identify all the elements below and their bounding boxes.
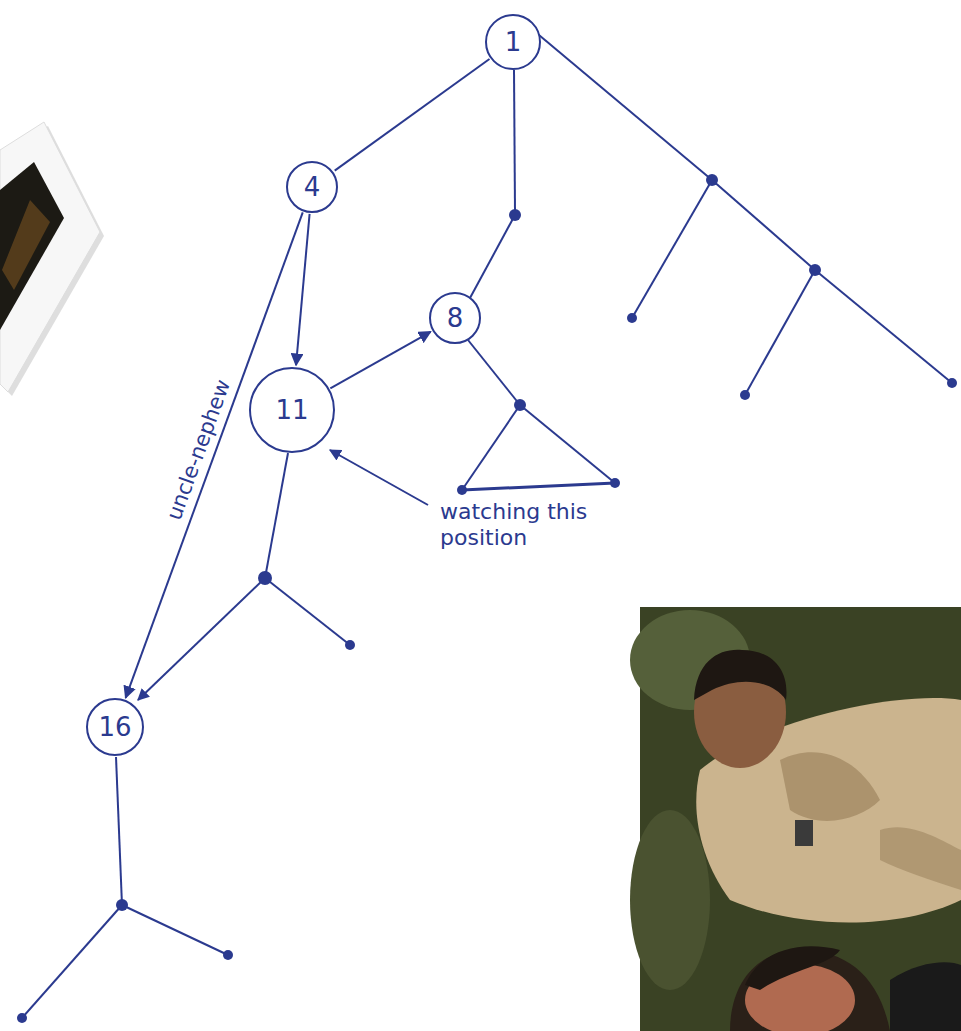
tree-edge bbox=[296, 214, 310, 365]
photo bbox=[630, 607, 961, 1031]
circled-node: 16 bbox=[86, 698, 144, 756]
node-number: 11 bbox=[275, 397, 308, 423]
node-number: 4 bbox=[304, 174, 321, 200]
node-outline bbox=[286, 161, 338, 213]
node-number: 16 bbox=[98, 714, 131, 740]
circled-node: 8 bbox=[429, 292, 481, 344]
circled-node: 11 bbox=[249, 367, 335, 453]
photo-card bbox=[0, 122, 104, 396]
tree-edge bbox=[126, 212, 303, 698]
node-number: 1 bbox=[505, 29, 522, 55]
tree-edge bbox=[335, 59, 490, 171]
node-outline bbox=[485, 14, 541, 70]
circled-node: 4 bbox=[286, 161, 338, 213]
node-outline bbox=[86, 698, 144, 756]
node-outline bbox=[249, 367, 335, 453]
tree-edge bbox=[330, 332, 430, 389]
edge-label: uncle-nephew bbox=[162, 374, 236, 526]
node-number: 8 bbox=[447, 305, 464, 331]
node-outline bbox=[429, 292, 481, 344]
circled-node: 1 bbox=[485, 14, 541, 70]
note-label: watching this position bbox=[436, 497, 634, 554]
